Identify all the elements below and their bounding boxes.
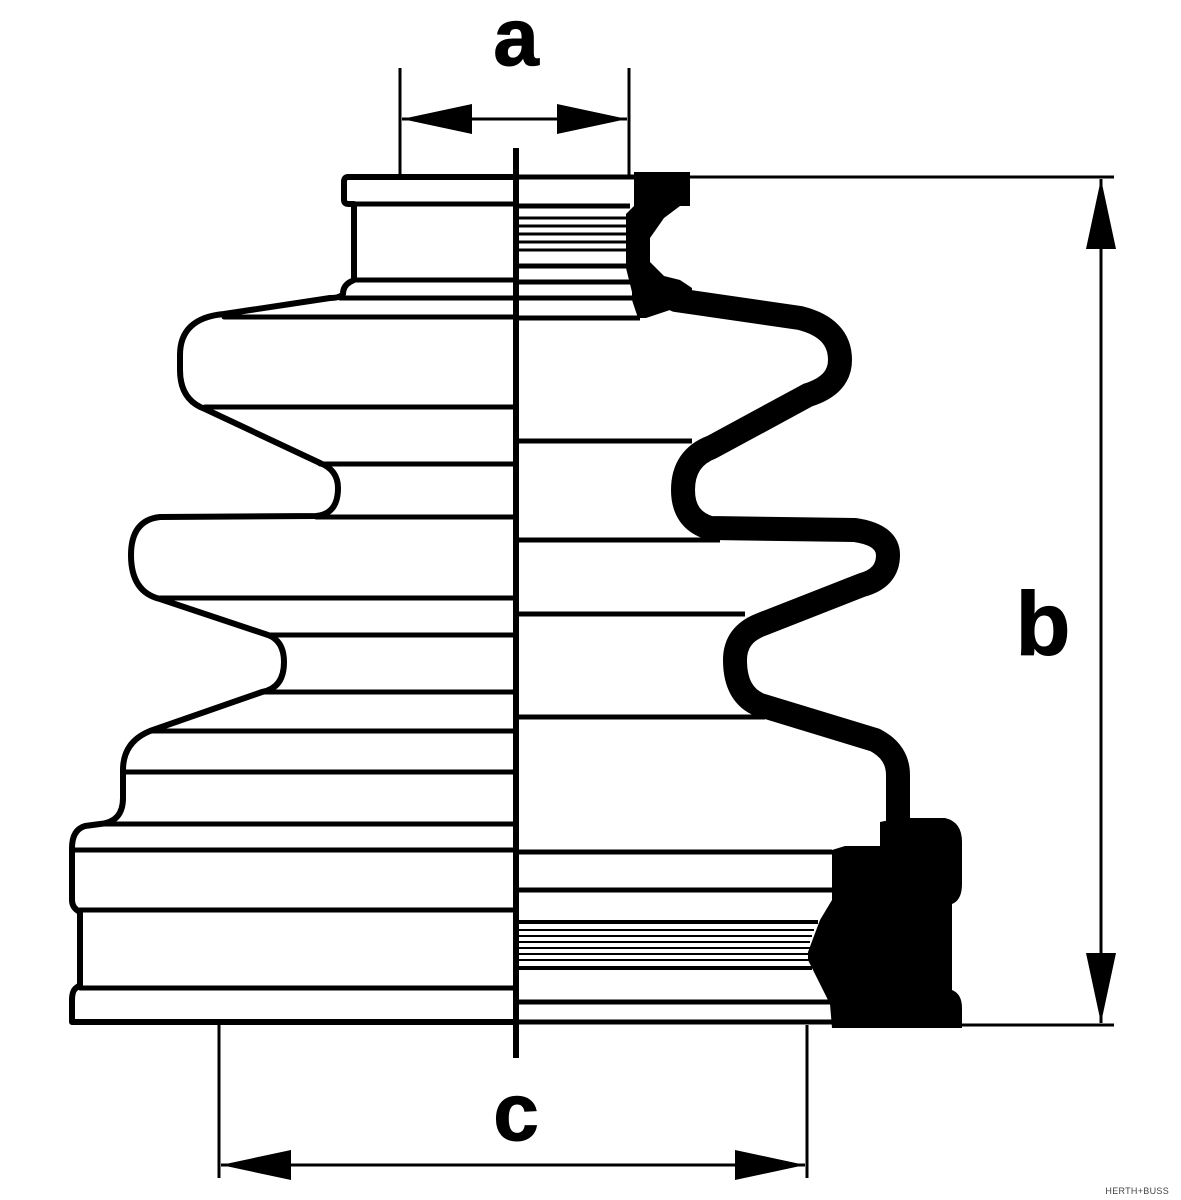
boot-section-wall xyxy=(664,288,910,837)
dimension-b-arrow-top xyxy=(1086,179,1116,249)
brand-watermark: HERTH+BUSS xyxy=(1105,1186,1169,1196)
dimension-c-arrow-right xyxy=(735,1150,805,1180)
boot-exterior-outline xyxy=(69,174,519,1025)
dimension-b-label: b xyxy=(1016,575,1071,675)
boot-exterior-half xyxy=(69,174,519,1025)
dimension-a: a xyxy=(398,0,631,178)
dimension-c-label: c xyxy=(493,1067,539,1158)
dimension-c-arrow-left xyxy=(221,1150,291,1180)
dimension-b-arrow-bottom xyxy=(1086,953,1116,1023)
boot-section-top-collar xyxy=(626,172,692,318)
boot-section-half xyxy=(516,172,962,1028)
dimension-a-label: a xyxy=(493,0,540,83)
dimension-b: b xyxy=(688,175,1116,1027)
boot-section-bottom-collar xyxy=(808,818,962,1028)
dimension-a-arrow-right xyxy=(557,104,627,134)
boot-section-rib-lines xyxy=(516,174,832,1025)
dimension-a-arrow-left xyxy=(402,104,472,134)
dimension-c: c xyxy=(217,1025,809,1180)
